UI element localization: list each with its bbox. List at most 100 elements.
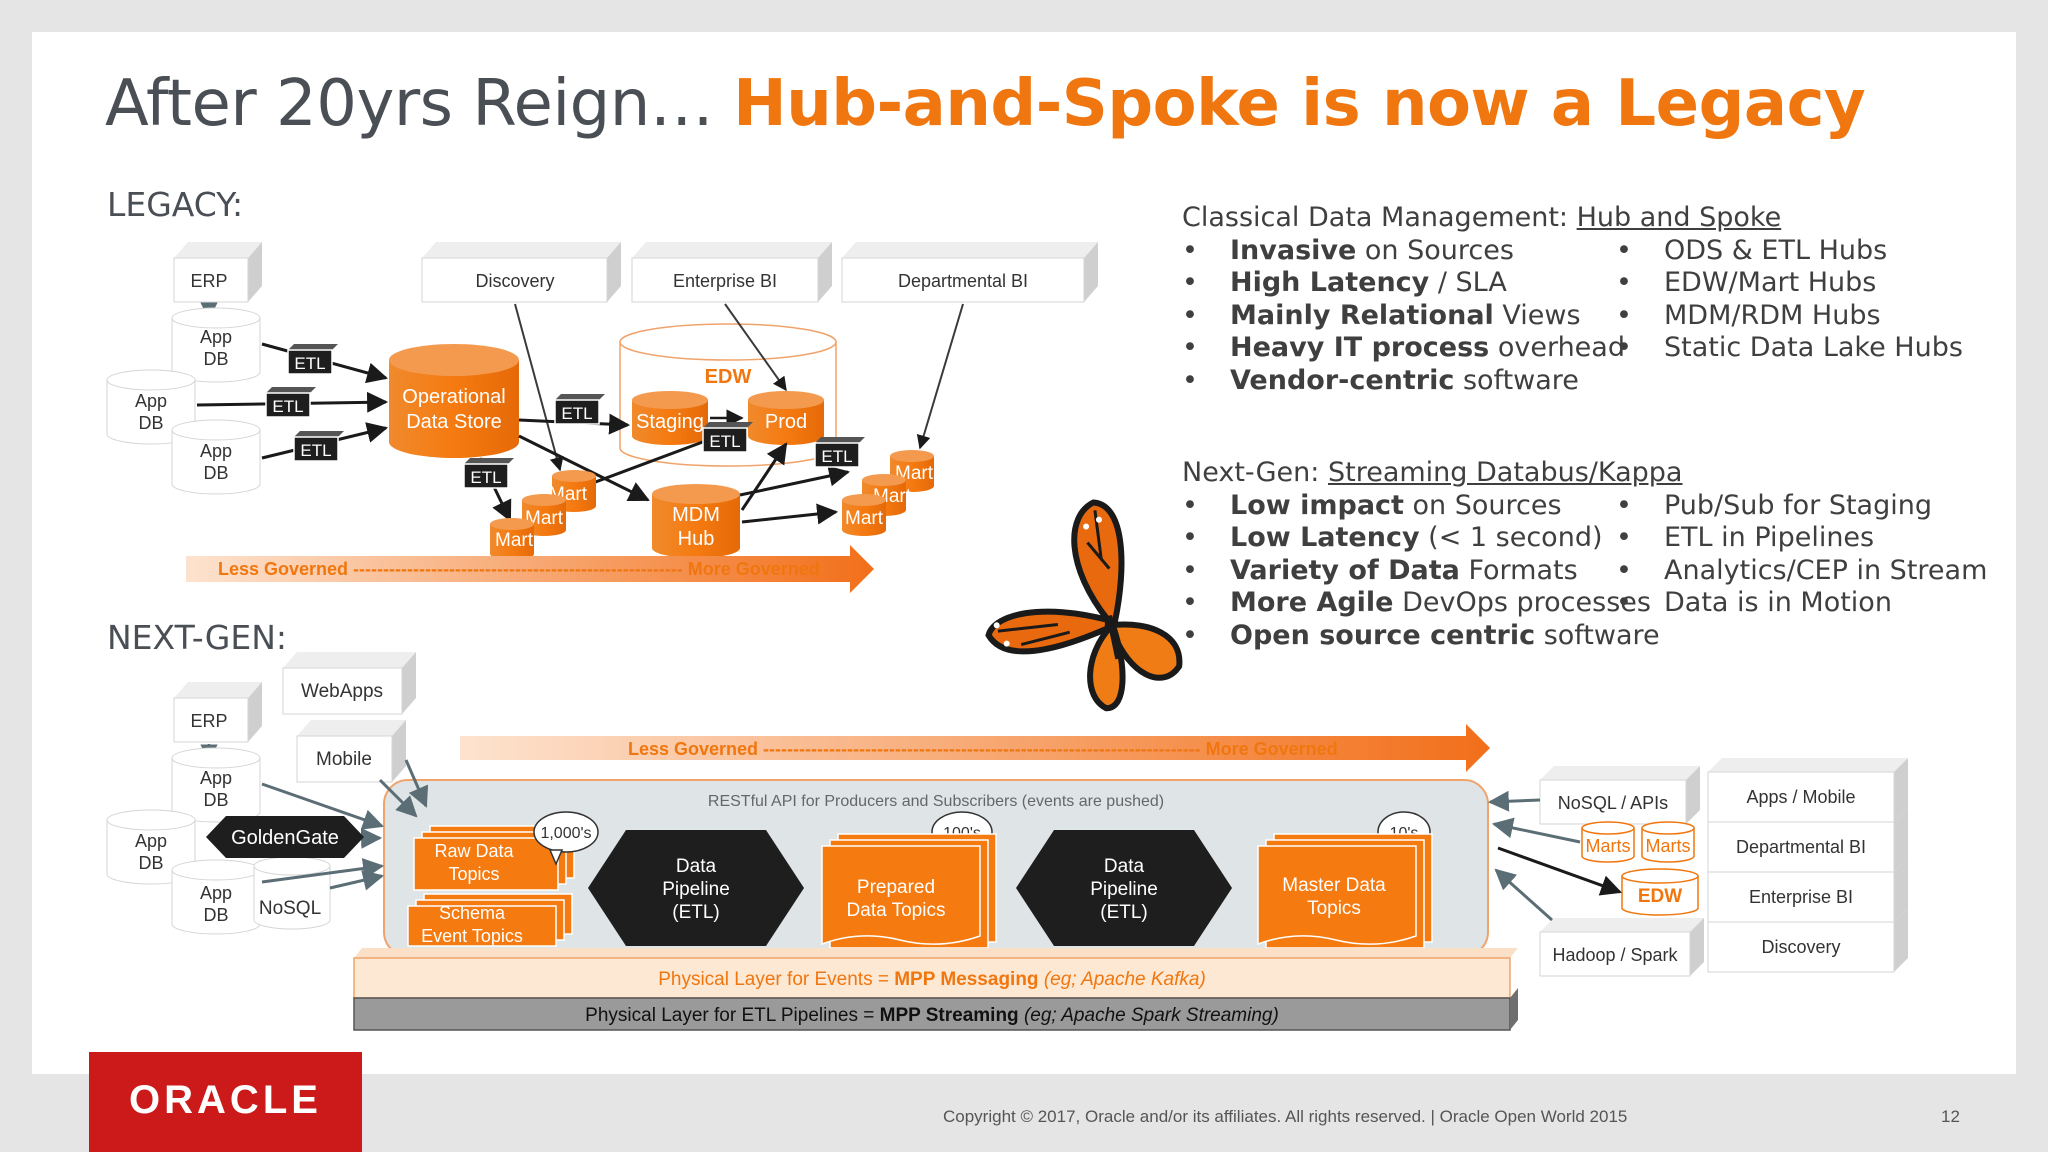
list-item: Data is in Motion: [1616, 587, 1987, 620]
list-item: ODS & ETL Hubs: [1616, 235, 1963, 268]
nextgen-appdb-3: App DB: [171, 859, 261, 935]
slide-title: After 20yrs Reign… Hub-and-Spoke is now …: [105, 64, 1866, 144]
list-item: ETL in Pipelines: [1616, 522, 1987, 555]
classical-right-list: ODS & ETL Hubs EDW/Mart Hubs MDM/RDM Hub…: [1616, 235, 1963, 398]
list-item: Heavy IT process overhead: [1182, 332, 1625, 365]
consumer-apps-mobile: Apps / Mobile: [1707, 758, 1908, 823]
legacy-mdm-hub: MDM Hub: [652, 484, 740, 558]
svg-text:Prod: Prod: [765, 411, 807, 433]
list-item: Pub/Sub for Staging: [1616, 490, 1987, 523]
legacy-erp-box: ERP: [173, 242, 262, 303]
list-item: Mainly Relational Views: [1182, 300, 1616, 333]
nextgen-governance-arrow: Less Governed --------------------------…: [460, 724, 1490, 772]
svg-text:Discovery: Discovery: [1761, 937, 1840, 957]
svg-text:Enterprise BI: Enterprise BI: [1749, 887, 1853, 907]
legacy-appdb-1: App DB: [171, 307, 261, 383]
svg-text:Prepared: Prepared: [857, 877, 935, 898]
list-item: Vendor-centric software: [1182, 365, 1616, 398]
nextgen-right-list: Pub/Sub for Staging ETL in Pipelines Ana…: [1616, 490, 1987, 653]
nextgen-edw: EDW: [1621, 868, 1699, 916]
list-item: Analytics/CEP in Stream: [1616, 555, 1987, 588]
svg-text:ETL: ETL: [294, 354, 325, 373]
svg-text:Apps / Mobile: Apps / Mobile: [1746, 787, 1855, 807]
svg-text:DB: DB: [203, 349, 228, 369]
svg-text:GoldenGate: GoldenGate: [231, 827, 339, 849]
nextgen-diagram: ERP WebApps Mobile App DB: [106, 652, 1908, 1031]
legacy-appdb-3: App DB: [171, 419, 261, 495]
svg-text:Marts: Marts: [1646, 836, 1691, 856]
classical-heading: Classical Data Management: Hub and Spoke: [1182, 202, 1782, 233]
physical-layer-events: Physical Layer for Events = MPP Messagin…: [353, 948, 1518, 999]
legacy-enterprise-bi-box: Enterprise BI: [631, 242, 832, 303]
svg-text:ETL: ETL: [709, 432, 740, 451]
svg-text:ETL: ETL: [470, 468, 501, 487]
physical-layer-etl: Physical Layer for ETL Pipelines = MPP S…: [353, 988, 1518, 1031]
consumer-discovery: Discovery: [1707, 908, 1908, 973]
svg-text:App: App: [200, 883, 232, 903]
svg-text:Event Topics: Event Topics: [421, 926, 523, 946]
nextgen-mobile-box: Mobile: [296, 720, 406, 783]
hadoop-spark-box: Hadoop / Spark: [1539, 918, 1704, 977]
svg-text:DB: DB: [138, 413, 163, 433]
svg-text:EDW: EDW: [1638, 886, 1682, 907]
title-part1: After 20yrs Reign…: [105, 67, 734, 141]
svg-text:Data Topics: Data Topics: [847, 900, 946, 921]
nextgen-appdb-1: App DB: [171, 747, 261, 823]
svg-text:EDW: EDW: [705, 366, 752, 388]
svg-text:Raw Data: Raw Data: [434, 841, 514, 861]
svg-text:ETL: ETL: [300, 441, 331, 460]
legacy-staging: Staging: [632, 391, 708, 445]
legacy-marts-right: Mart Mart Mart: [842, 450, 934, 536]
svg-text:MDM: MDM: [672, 504, 720, 526]
svg-text:Staging: Staging: [636, 411, 704, 433]
legacy-section-label: LEGACY:: [107, 185, 244, 224]
svg-text:App: App: [200, 441, 232, 461]
list-item: High Latency / SLA: [1182, 267, 1616, 300]
goldengate-hexagon: GoldenGate: [206, 816, 364, 858]
svg-text:Physical Layer for Events = MP: Physical Layer for Events = MPP Messagin…: [658, 969, 1206, 990]
consumer-enterprise-bi: Enterprise BI: [1707, 858, 1908, 923]
svg-text:Operational: Operational: [402, 386, 505, 408]
legacy-prod: Prod: [748, 391, 824, 445]
svg-text:App: App: [200, 327, 232, 347]
master-data-topics: Master Data Topics: [1257, 833, 1433, 949]
svg-text:Marts: Marts: [1586, 836, 1631, 856]
butterfly-illustration: [985, 499, 1183, 712]
consumer-departmental-bi: Departmental BI: [1707, 808, 1908, 873]
svg-text:Departmental BI: Departmental BI: [1736, 837, 1866, 857]
svg-text:DB: DB: [138, 853, 163, 873]
nextgen-heading: Next-Gen: Streaming Databus/Kappa: [1182, 457, 1683, 488]
nosql-apis-box: NoSQL / APIs: [1539, 766, 1700, 825]
svg-text:Hadoop / Spark: Hadoop / Spark: [1552, 945, 1678, 965]
svg-text:Mobile: Mobile: [316, 749, 372, 770]
prepared-data-topics: Prepared Data Topics: [821, 833, 997, 949]
svg-text:Schema: Schema: [439, 903, 506, 923]
svg-text:1,000's: 1,000's: [540, 825, 591, 842]
legacy-discovery-box: Discovery: [421, 242, 621, 303]
legacy-governance-arrow: Less Governed --------------------------…: [186, 545, 874, 593]
svg-text:NoSQL / APIs: NoSQL / APIs: [1558, 793, 1668, 813]
classical-left-list: Invasive on Sources High Latency / SLA M…: [1182, 235, 1625, 398]
svg-text:ETL: ETL: [561, 404, 592, 423]
list-item: Invasive on Sources: [1182, 235, 1616, 268]
legacy-erp-label: ERP: [190, 271, 227, 291]
title-highlight: Hub-and-Spoke is now a Legacy: [733, 67, 1866, 141]
oracle-logo-text: ORACLE: [129, 1078, 322, 1122]
svg-text:WebApps: WebApps: [301, 681, 383, 702]
nextgen-left-list: Low impact on Sources Low Latency (< 1 s…: [1182, 490, 1660, 653]
svg-text:Topics: Topics: [1307, 898, 1361, 919]
svg-text:ERP: ERP: [190, 711, 227, 731]
bubble-thousands: 1,000's: [533, 811, 599, 866]
data-pipeline-1: Data Pipeline (ETL): [588, 830, 804, 946]
svg-text:Pipeline: Pipeline: [1090, 879, 1158, 900]
legacy-departmental-bi-label: Departmental BI: [898, 271, 1028, 291]
svg-text:Hub: Hub: [678, 528, 715, 550]
list-item: Low Latency (< 1 second): [1182, 522, 1616, 555]
oracle-logo: ORACLE: [89, 1052, 362, 1152]
svg-text:App: App: [135, 831, 167, 851]
list-item: Open source centric software: [1182, 620, 1660, 653]
svg-text:Master Data: Master Data: [1282, 875, 1386, 896]
svg-text:Topics: Topics: [448, 864, 499, 884]
operational-data-store: Operational Data Store: [389, 344, 519, 458]
footer-copyright: Copyright © 2017, Oracle and/or its affi…: [943, 1107, 1628, 1126]
